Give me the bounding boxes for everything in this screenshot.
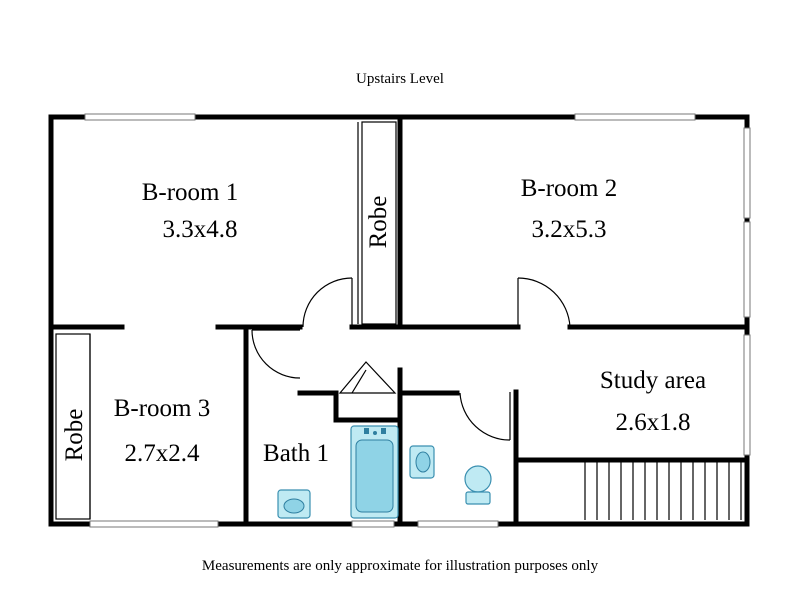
window-study [743,334,751,456]
doors [251,277,571,441]
interior-walls [48,114,750,527]
stairs [584,462,742,520]
toilet-basin [409,445,435,479]
window-broom1 [84,113,196,121]
bath1-name: Bath 1 [263,440,329,467]
broom2-size: 3.2x5.3 [532,216,607,243]
window-toilet [417,520,499,528]
robe-lower-label: Robe [61,409,88,462]
broom1-size: 3.3x4.8 [163,216,238,243]
bathtub [350,425,399,519]
windows [84,113,751,528]
window-broom2 [574,113,696,121]
broom1-name: B-room 1 [142,179,239,206]
broom2-name: B-room 2 [521,175,618,202]
broom3-size: 2.7x2.4 [125,440,201,467]
bath-basin [277,489,311,519]
robe-upper: Robe [357,121,397,325]
robe-lower: Robe [55,333,91,520]
robe-upper-label: Robe [365,196,392,249]
study-name: Study area [600,367,706,394]
toilet [464,465,492,505]
footer-note: Measurements are only approximate for il… [202,558,599,574]
broom3-name: B-room 3 [114,395,211,422]
window-broom3 [89,520,219,528]
window-bath [351,520,395,528]
plan-title: Upstairs Level [356,71,444,87]
study-size: 2.6x1.8 [616,409,691,436]
window-broom2-side-bottom [743,221,751,318]
window-broom2-side-top [743,127,751,219]
